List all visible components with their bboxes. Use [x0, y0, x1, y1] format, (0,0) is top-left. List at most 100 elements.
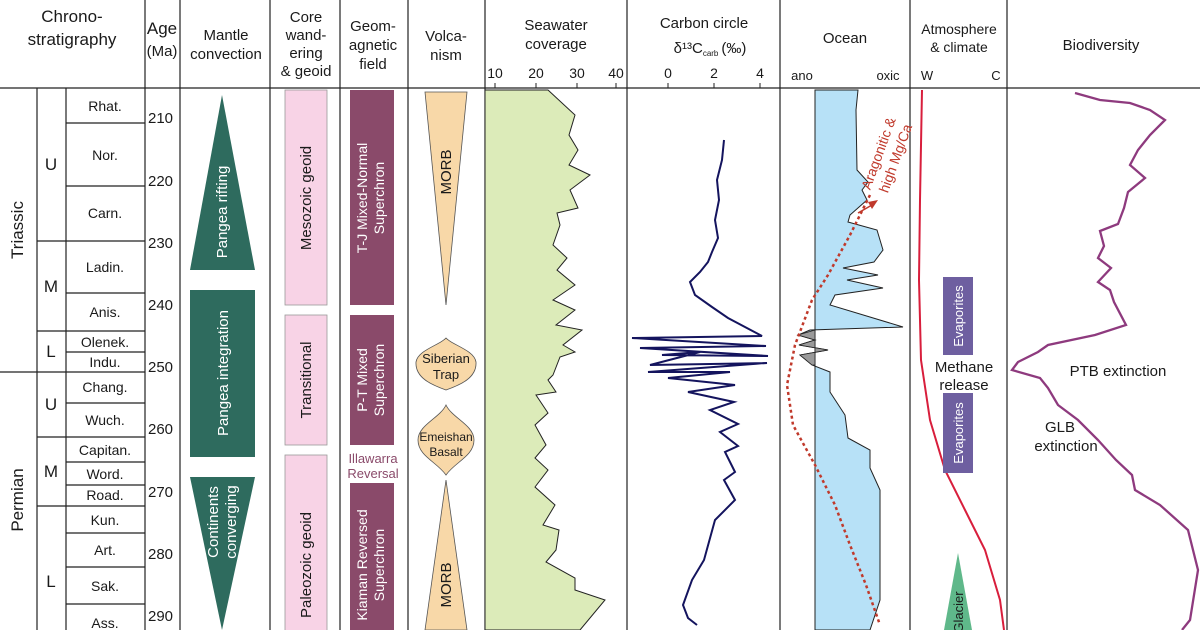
stage-label: Capitan.	[79, 442, 131, 458]
header-axis-ticks: 10 20 30 40 0 2 4 ano oxic W C	[487, 65, 1000, 83]
bio-ptb-label: PTB extinction	[1070, 363, 1167, 380]
volc-siberian-label-2: Trap	[433, 367, 459, 382]
sea-tick-40: 40	[608, 65, 624, 81]
age-tick: 220	[148, 173, 173, 190]
ocean-tick-oxic: oxic	[876, 68, 900, 83]
header-tick-marks	[494, 83, 761, 88]
pangea-rifting-triangle	[190, 95, 255, 270]
mantle-convection-column: Pangea rifting Pangea integration Contin…	[190, 95, 255, 630]
morb-lower-wedge	[424, 479, 468, 630]
stage-label: Ass.	[91, 615, 118, 630]
aragonitic-dotted-line	[785, 194, 882, 626]
header-chrono-2: stratigraphy	[28, 30, 117, 49]
atmosphere-column	[917, 89, 1005, 630]
header-geomag-2: agnetic	[349, 37, 398, 54]
atm-evaporites-upper-label: Evaporites	[951, 285, 966, 347]
header-sea-2: coverage	[525, 36, 587, 53]
header-geomag-3: field	[359, 56, 387, 73]
epoch-label: L	[46, 572, 55, 591]
continents-converging-triangle	[190, 477, 255, 630]
kiaman-superchron-block	[350, 483, 394, 630]
geomag-tj-label-2: Superchron	[371, 162, 387, 234]
sea-tick-30: 30	[569, 65, 585, 81]
carbon-isotope-curve	[631, 139, 769, 626]
morb-upper-wedge	[424, 91, 468, 306]
carbon-tick-2: 2	[710, 65, 718, 81]
atm-methane-label-2: release	[939, 377, 988, 394]
stage-label: Kun.	[91, 512, 120, 528]
stage-label: Carn.	[88, 205, 122, 221]
pangea-integration-block	[190, 290, 255, 457]
core-mesozoic-label: Mesozoic geoid	[298, 146, 315, 250]
ocean-tick-ano: ano	[791, 68, 813, 83]
bio-glb-label-1: GLB	[1045, 419, 1075, 436]
period-triassic: Triassic	[8, 201, 27, 259]
atm-tick-w: W	[921, 68, 934, 83]
siberian-trap-shape	[415, 337, 477, 391]
age-tick: 260	[148, 421, 173, 438]
aragonitic-arrow-head	[868, 200, 878, 209]
mantle-converging-label-1: Continents	[205, 486, 222, 558]
header-atm-1: Atmosphere	[921, 21, 997, 37]
epoch-labels: U M L U M L	[44, 155, 58, 591]
mesozoic-geoid-block	[284, 89, 328, 306]
age-tick: 280	[148, 546, 173, 563]
header-carbon-2: δ¹³C	[674, 40, 703, 57]
stage-label: Wuch.	[85, 412, 124, 428]
atm-methane-label-1: Methane	[935, 359, 993, 376]
geomag-kiaman-label-2: Superchron	[371, 529, 387, 601]
header-carbon-unit: (‰)	[721, 40, 746, 57]
stage-label: Road.	[86, 487, 123, 503]
age-tick: 270	[148, 484, 173, 501]
geomag-illawarra-label-2: Reversal	[347, 466, 398, 481]
epoch-label: L	[46, 342, 55, 361]
header-bio: Biodiversity	[1063, 37, 1140, 54]
carbon-tick-0: 0	[664, 65, 672, 81]
ocean-oxic-area	[796, 89, 904, 630]
header-atm-2: & climate	[930, 39, 988, 55]
age-tick: 290	[148, 608, 173, 625]
age-tick: 230	[148, 235, 173, 252]
geomag-tj-label-1: T-J Mixed-Normal	[354, 143, 370, 253]
glacier-wedge	[944, 553, 972, 630]
header-volc-2: nism	[430, 47, 462, 64]
ocean-anoxic-grey	[796, 329, 829, 366]
stage-label: Anis.	[89, 304, 120, 320]
atm-tick-c: C	[991, 68, 1000, 83]
stage-label: Chang.	[82, 379, 127, 395]
header-age-2: (Ma)	[147, 43, 178, 60]
epoch-label: M	[44, 462, 58, 481]
stage-label: Art.	[94, 542, 116, 558]
geomag-kiaman-label-1: Kiaman Reversed	[354, 509, 370, 620]
stage-label: Ladin.	[86, 259, 124, 275]
carbon-tick-4: 4	[756, 65, 764, 81]
header-row: Chrono- stratigraphy Age (Ma) Mantle con…	[28, 7, 1140, 80]
stage-labels: Rhat. Nor. Carn. Ladin. Anis. Olenek. In…	[79, 98, 131, 630]
header-carbon-sub: carb	[703, 49, 719, 58]
stage-label: Rhat.	[88, 98, 121, 114]
geomag-illawarra-label-1: Illawarra	[348, 451, 398, 466]
stage-label: Indu.	[89, 354, 120, 370]
paleozoic-geoid-block	[284, 454, 328, 630]
period-permian: Permian	[8, 468, 27, 531]
header-carbon-1: Carbon circle	[660, 15, 748, 32]
mantle-integration-label: Pangea integration	[215, 310, 232, 436]
stage-label: Sak.	[91, 578, 119, 594]
mantle-rifting-label: Pangea rifting	[214, 166, 231, 259]
emeishan-basalt-shape	[417, 404, 475, 476]
climate-curve	[917, 89, 1005, 630]
bio-glb-label-2: extinction	[1034, 438, 1097, 455]
volc-emeishan-label-2: Basalt	[429, 445, 463, 459]
core-transitional-label: Transitional	[298, 342, 315, 419]
header-ocean: Ocean	[823, 30, 867, 47]
age-ticks: 210 220 230 240 250 260 270 280 290	[148, 110, 173, 625]
geomagnetic-column: T-J Mixed-Normal Superchron P-T Mixed Su…	[347, 90, 399, 630]
header-volc-1: Volca-	[425, 28, 467, 45]
volc-emeishan-label-1: Emeishan	[419, 430, 472, 444]
header-sea-1: Seawater	[524, 17, 587, 34]
age-tick: 240	[148, 297, 173, 314]
age-tick: 250	[148, 359, 173, 376]
svg-text:δ¹³Ccarb(‰): δ¹³Ccarb(‰)	[674, 40, 747, 58]
seawater-coverage-area	[484, 89, 606, 630]
